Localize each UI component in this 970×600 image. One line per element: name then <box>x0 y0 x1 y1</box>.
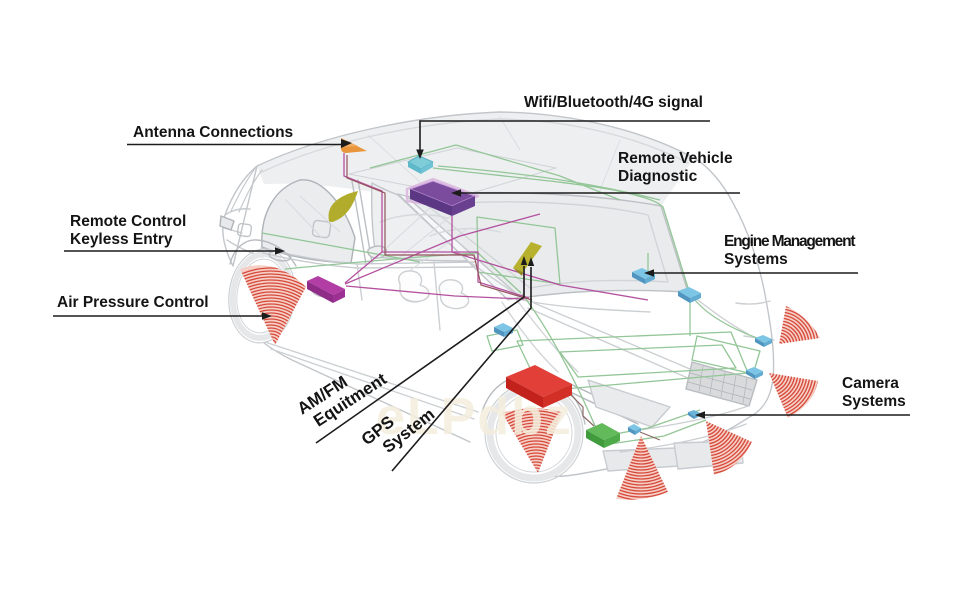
svg-text:Wifi/Bluetooth/4G signal: Wifi/Bluetooth/4G signal <box>524 94 703 111</box>
svg-text:Diagnostic: Diagnostic <box>618 168 698 185</box>
svg-text:Systems: Systems <box>842 393 906 410</box>
svg-text:Engine Management: Engine Management <box>724 233 855 250</box>
svg-text:Antenna Connections: Antenna Connections <box>133 124 293 141</box>
svg-text:Remote Vehicle: Remote Vehicle <box>618 150 733 167</box>
svg-text:Remote Control: Remote Control <box>70 213 186 230</box>
svg-text:Keyless Entry: Keyless Entry <box>70 231 173 248</box>
svg-text:Systems: Systems <box>724 251 788 268</box>
svg-text:Air Pressure Control: Air Pressure Control <box>57 294 209 311</box>
svg-text:Camera: Camera <box>842 375 899 392</box>
